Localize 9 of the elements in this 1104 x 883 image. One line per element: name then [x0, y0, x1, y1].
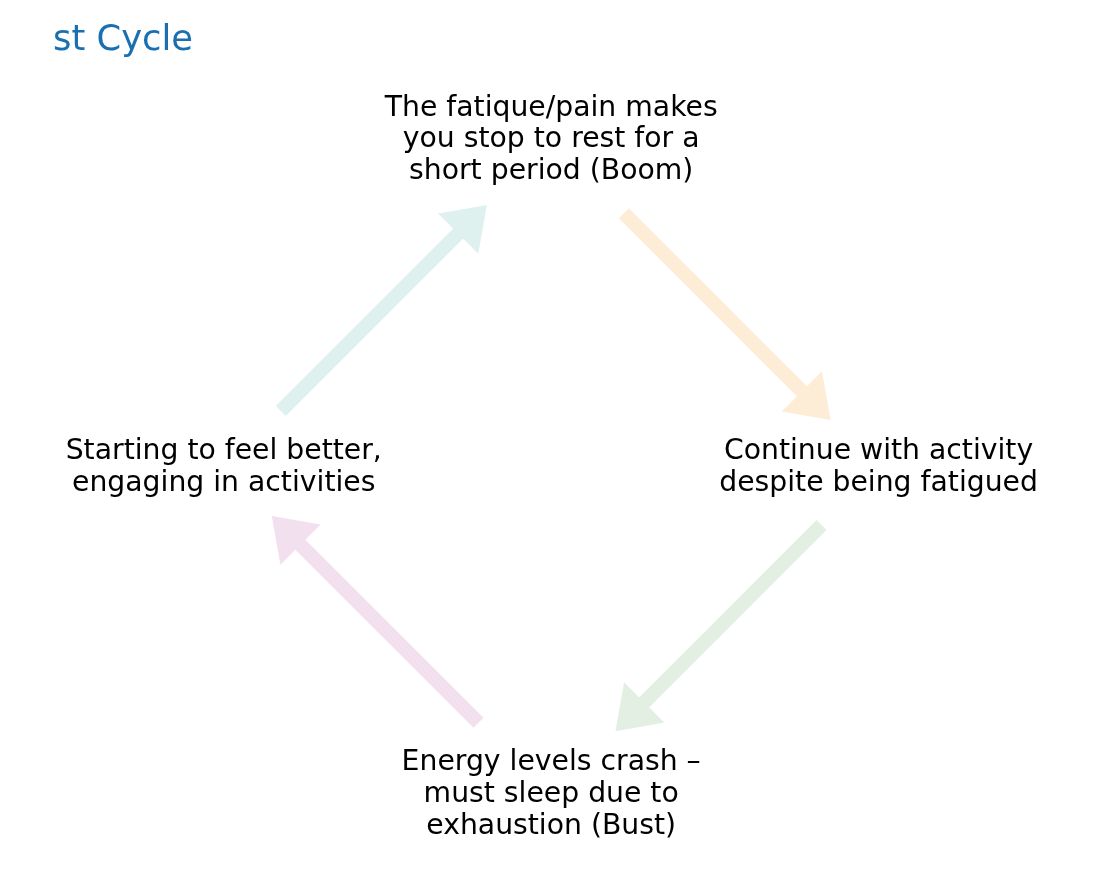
arrow: [271, 516, 483, 728]
arrow: [275, 204, 487, 416]
node-text: Continue with activity despite being fatigued: [718, 432, 1038, 498]
node-text: Starting to feel better, engaging in activities: [65, 432, 382, 498]
arrow: [618, 208, 831, 420]
diagram-title: st Cycle: [52, 17, 193, 59]
node-text: The fatique/pain makes you stop to rest for a short period (Boom): [384, 89, 718, 187]
node-text: Energy levels crash – must sleep due to exhaustion (Bust): [401, 744, 701, 841]
arrow: [614, 520, 827, 732]
